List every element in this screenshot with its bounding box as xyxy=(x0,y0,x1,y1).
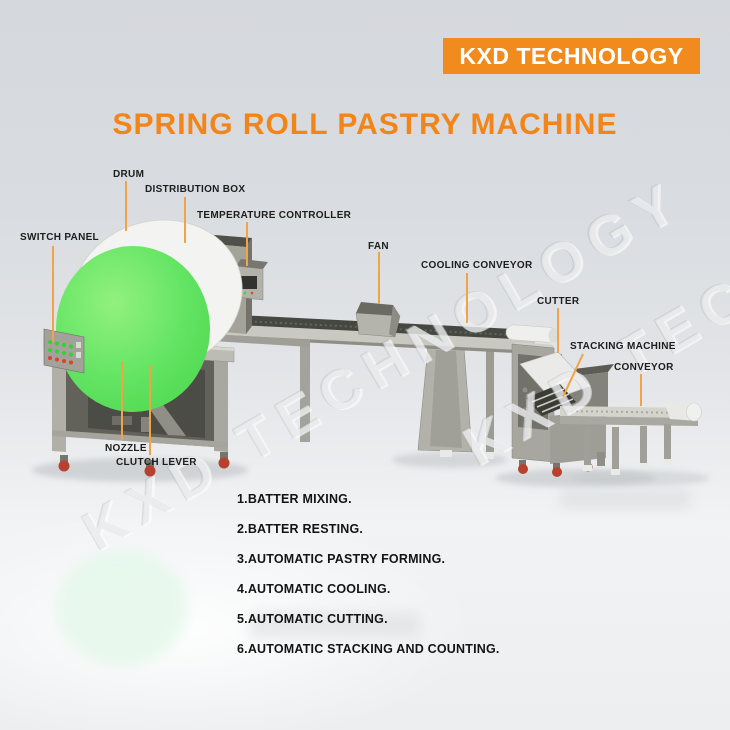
callout-line-clutch-lever xyxy=(149,365,151,455)
callout-line-distribution-box xyxy=(184,197,186,243)
brand-banner: KXD TECHNOLOGY xyxy=(443,38,700,74)
callout-line-fan xyxy=(378,252,380,304)
feature-item: 2.BATTER RESTING. xyxy=(237,522,364,536)
callout-line-drum xyxy=(125,181,127,231)
callout-label-clutch-lever: CLUTCH LEVER xyxy=(116,457,197,468)
feature-item: 5.AUTOMATIC CUTTING. xyxy=(237,612,388,626)
floor-shadows xyxy=(32,452,710,666)
callout-label-temperature-controller: TEMPERATURE CONTROLLER xyxy=(197,210,352,221)
stacking-machine-illustration xyxy=(511,343,614,477)
callout-label-conveyor: CONVEYOR xyxy=(614,362,674,373)
page-title: SPRING ROLL PASTRY MACHINE xyxy=(112,108,618,141)
callout-label-fan: FAN xyxy=(368,241,389,252)
cooling-conveyor-illustration xyxy=(179,312,535,459)
fan-illustration xyxy=(355,302,401,338)
feature-item: 3.AUTOMATIC PASTRY FORMING. xyxy=(237,552,446,566)
callout-line-cutter xyxy=(557,308,559,353)
feature-item: 4.AUTOMATIC COOLING. xyxy=(237,582,391,596)
callout-label-nozzle: NOZZLE xyxy=(105,443,147,454)
feature-item: 6.AUTOMATIC STACKING AND COUNTING. xyxy=(237,642,500,656)
output-conveyor-illustration xyxy=(560,401,702,475)
callout-label-cutter: CUTTER xyxy=(537,296,580,307)
callout-line-nozzle xyxy=(121,362,123,440)
callout-label-distribution-box: DISTRIBUTION BOX xyxy=(145,184,246,195)
feature-list: 1.BATTER MIXING. 2.BATTER RESTING. 3.AUT… xyxy=(237,492,500,656)
callout-label-drum: DRUM xyxy=(113,169,145,180)
callout-label-stacking-machine: STACKING MACHINE xyxy=(570,341,676,352)
callout-line-temperature-controller xyxy=(246,222,248,266)
callout-label-switch-panel: SWITCH PANEL xyxy=(20,232,99,243)
forming-machine-illustration xyxy=(43,219,310,477)
callout-label-cooling-conveyor: COOLING CONVEYOR xyxy=(421,260,533,271)
feature-item: 1.BATTER MIXING. xyxy=(237,492,352,506)
drum-illustration xyxy=(56,219,243,412)
callout-line-switch-panel xyxy=(52,246,54,342)
callout-line-conveyor xyxy=(640,374,642,406)
switch-panel-illustration xyxy=(43,328,85,374)
callout-line-cooling-conveyor xyxy=(466,273,468,323)
